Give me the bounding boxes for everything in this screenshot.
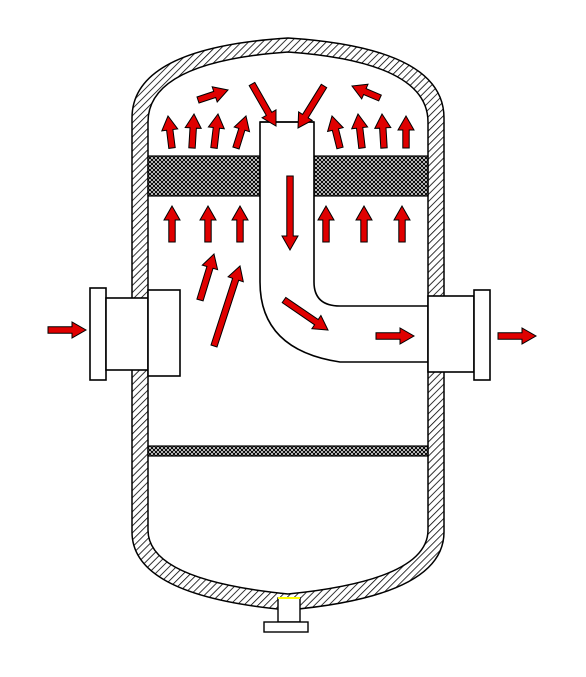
- flow-arrow-11: [373, 112, 392, 149]
- flow-arrow-14: [199, 204, 217, 243]
- flow-arrow-24: [47, 321, 88, 339]
- demister-pad-left: [147, 155, 261, 197]
- flow-arrow-20: [210, 265, 244, 348]
- flow-arrow-15: [231, 204, 249, 243]
- flow-arrow-18: [393, 204, 411, 243]
- flow-arrow-8: [351, 83, 382, 102]
- inlet-nozzle: [89, 287, 181, 381]
- flow-arrows: [47, 81, 538, 348]
- flow-arrow-22: [281, 296, 329, 331]
- flow-arrow-19: [196, 253, 219, 302]
- drain-nozzle: [263, 597, 309, 633]
- flow-arrow-23: [375, 327, 416, 345]
- flow-arrow-2: [184, 112, 203, 149]
- flow-arrow-21: [281, 175, 299, 252]
- flow-arrow-17: [355, 204, 373, 243]
- flow-arrow-3: [207, 112, 226, 149]
- flow-arrow-9: [326, 115, 345, 150]
- outlet-pipe: [259, 121, 429, 363]
- flow-arrow-10: [350, 112, 369, 149]
- flow-arrow-7: [297, 83, 328, 129]
- demister-pad-right: [313, 155, 429, 197]
- flow-arrow-13: [163, 204, 181, 243]
- flow-arrow-1: [161, 115, 179, 149]
- flow-arrow-4: [232, 115, 251, 150]
- flow-arrow-6: [248, 81, 277, 127]
- vessel-shell: [131, 37, 445, 611]
- flow-arrow-12: [397, 114, 415, 149]
- lower-screen: [147, 445, 429, 457]
- outlet-nozzle: [427, 289, 491, 381]
- flow-arrow-25: [497, 327, 538, 345]
- flow-arrow-5: [196, 86, 229, 104]
- flow-arrow-16: [317, 204, 335, 243]
